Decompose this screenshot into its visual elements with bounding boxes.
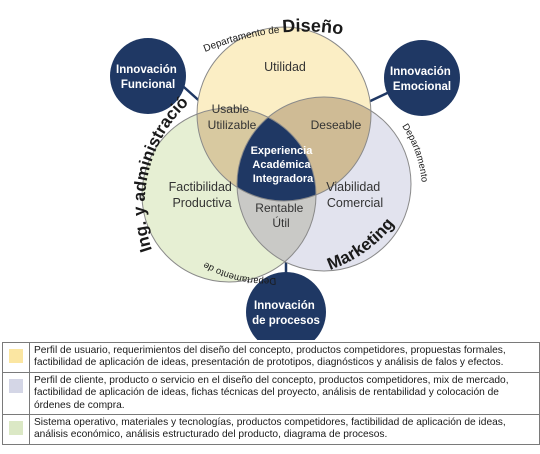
legend-text: Perfil de cliente, producto o servicio e…	[34, 374, 509, 411]
svg-text:Innovación Emocional: Innovación Emocional	[390, 66, 454, 93]
legend-table: Perfil de usuario, requerimientos del di…	[2, 342, 540, 445]
venn-diagram: Utilidad Factibilidad Productiva Viabili…	[0, 0, 460, 340]
label-usable: Usable Utilizable	[208, 102, 257, 132]
label-deseable: Deseable	[311, 118, 362, 132]
legend-row: Sistema operativo, materiales y tecnolog…	[3, 415, 539, 444]
legend-row: Perfil de usuario, requerimientos del di…	[3, 343, 539, 373]
node-emocional: Innovación Emocional	[384, 40, 460, 116]
legend-swatch-yellow	[9, 349, 23, 363]
node-funcional: Innovación Funcional	[110, 38, 186, 114]
legend-row: Perfil de cliente, producto o servicio e…	[3, 372, 539, 416]
svg-text:Innovación de procesos: Innovación de procesos	[252, 300, 320, 327]
center-overlap	[237, 108, 316, 201]
legend-text: Perfil de usuario, requerimientos del di…	[34, 345, 506, 369]
label-center: Experiencia Académica Integradora	[251, 145, 316, 185]
node-procesos: Innovación de procesos	[246, 272, 326, 340]
label-rentable: Rentable Útil	[255, 201, 306, 230]
legend-swatch-green	[9, 421, 23, 436]
legend-swatch-blue	[9, 378, 23, 393]
svg-text:Innovación Funcional: Innovación Funcional	[116, 64, 180, 91]
label-factibilidad: Factibilidad Productiva	[169, 180, 236, 210]
label-viabilidad: Viabilidad Comercial	[326, 180, 383, 210]
legend-text: Sistema operativo, materiales y tecnolog…	[34, 417, 506, 441]
label-utilidad: Utilidad	[264, 60, 306, 74]
